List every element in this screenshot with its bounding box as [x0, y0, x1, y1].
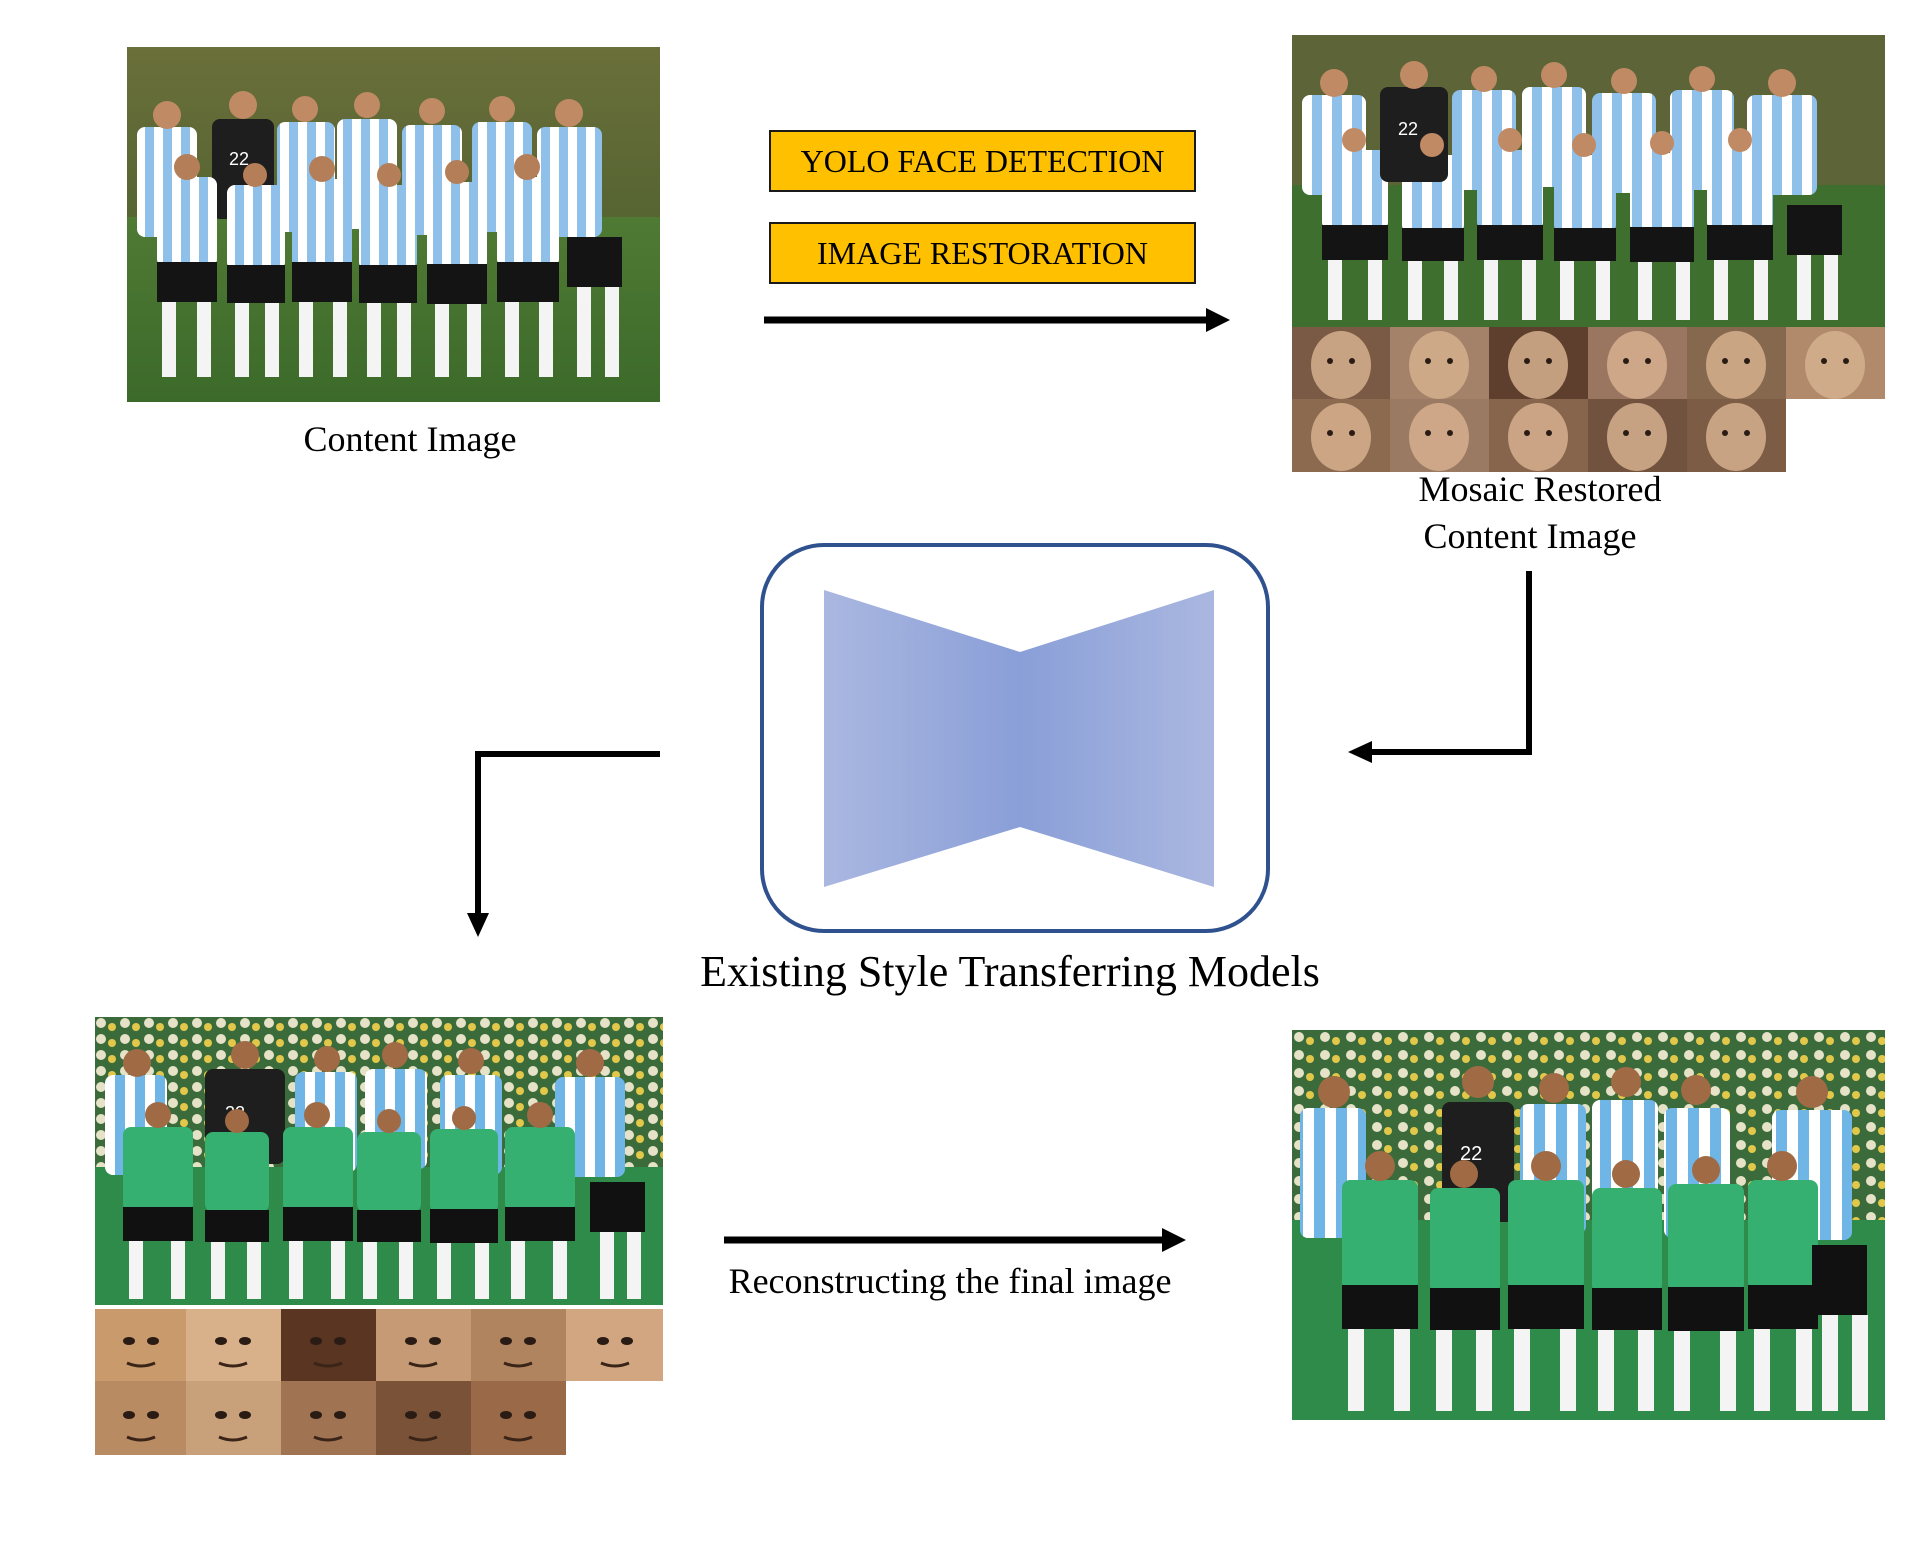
style-transfer-model-frame	[760, 543, 1270, 933]
final-image-photo: 22	[1292, 1030, 1885, 1420]
team-stylized: 22	[95, 1017, 663, 1305]
arrow-left-down-out-of-model	[467, 751, 660, 937]
encoder-decoder-shape	[824, 590, 1214, 887]
mosaic-caption-line1: Mosaic Restored	[1418, 469, 1662, 509]
team-photo-restored: 22	[1292, 35, 1885, 327]
content-image-caption: Content Image	[303, 419, 517, 459]
restored-face-mosaic	[1292, 327, 1885, 472]
mosaic-restored-photo: 22	[1292, 35, 1885, 327]
stylized-image-photo: 22	[95, 1017, 663, 1305]
team-photo-original: 22	[127, 47, 660, 402]
svg-text:22: 22	[1460, 1143, 1482, 1165]
arrow-down-left-into-model	[1348, 571, 1532, 763]
svg-text:22: 22	[1398, 119, 1418, 139]
face-crops-realistic	[1292, 327, 1885, 472]
image-restoration-step: IMAGE RESTORATION	[769, 222, 1196, 284]
content-image-photo: 22	[127, 47, 660, 402]
reconstruct-caption: Reconstructing the final image	[728, 1261, 1172, 1301]
svg-text:22: 22	[229, 149, 249, 169]
face-crops-stylized	[95, 1309, 663, 1455]
encoder-trapezoid	[824, 590, 1020, 887]
decoder-trapezoid	[1020, 590, 1214, 887]
model-title: Existing Style Transferring Models	[700, 947, 1320, 996]
arrow-right-bottom	[724, 1228, 1186, 1252]
team-final-stylized: 22	[1292, 1030, 1885, 1420]
mosaic-caption-line2: Content Image	[1423, 516, 1637, 556]
arrow-right-top	[764, 308, 1230, 332]
stylized-face-mosaic	[95, 1309, 663, 1455]
yolo-face-detection-step: YOLO FACE DETECTION	[769, 130, 1196, 192]
